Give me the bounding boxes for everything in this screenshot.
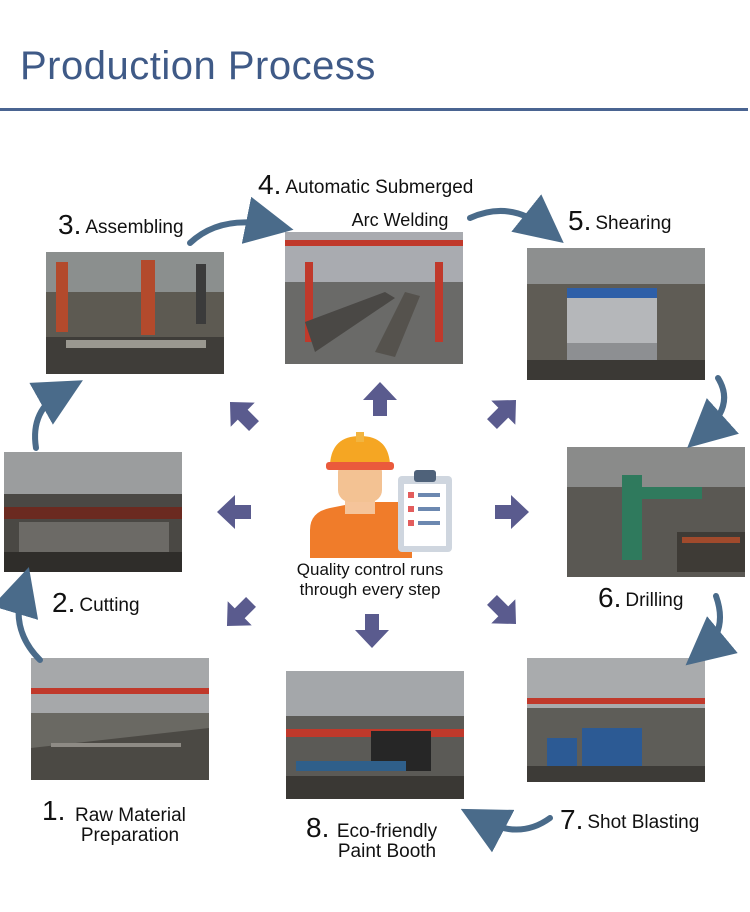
step-label-line1: Raw Material [75,805,186,826]
title-divider [0,108,748,111]
photo-assembling [46,252,224,374]
flow-arrow-5-to-6 [687,375,739,449]
step-label: Assembling [85,217,184,238]
photo-shearing [527,248,705,380]
arrow-up-right-icon [477,385,531,439]
step-label: Shot Blasting [587,812,700,833]
flow-arrow-4-to-5 [467,194,564,243]
step-1-label-text: Raw Material Preparation [75,805,186,846]
arrow-down-right-icon [477,585,531,639]
step-number: 7. [560,804,584,835]
flow-arrow-6-to-7 [685,593,738,666]
step-number: 4. [258,169,282,200]
photo-cutting [4,452,182,572]
quality-caption-line2: through every step [299,580,441,599]
step-number: 8. [306,812,330,843]
step-number: 2. [52,587,76,618]
step-5-label: 5.Shearing [568,206,671,235]
photo-raw-material [31,658,209,780]
step-1-label: 1. [42,796,69,825]
photo-arc-welding [285,232,463,364]
step-number: 3. [58,209,82,240]
flow-arrow-2-to-3 [29,380,83,451]
step-4-label-line2: Arc Welding [351,210,449,230]
arrow-down-left-icon [212,587,266,641]
step-label-line1: Eco-friendly [336,821,438,842]
arrow-up-icon [361,380,399,418]
step-label: Cutting [79,595,140,616]
photo-shot-blasting [527,658,705,782]
step-number: 1. [42,795,66,826]
page-title: Production Process [20,44,376,88]
photo-paint-booth [286,671,464,799]
step-label: Shearing [595,213,672,234]
flow-arrow-7-to-8 [460,808,553,853]
step-number: 5. [568,205,592,236]
arrow-up-left-icon [215,387,269,441]
step-label-line2: Preparation [80,824,180,846]
quality-caption-line1: Quality control runs [296,560,444,579]
step-label: Drilling [625,590,684,611]
step-label-line2: Paint Booth [337,840,437,862]
flow-arrow-3-to-4 [187,196,294,246]
quality-inspector-icon [300,430,460,558]
step-8-label: 8. [306,813,333,842]
quality-caption: Quality control runs through every step [280,560,460,600]
arrow-down-icon [353,612,391,650]
step-6-label: 6.Drilling [598,583,683,612]
step-number: 6. [598,582,622,613]
step-7-label: 7.Shot Blasting [560,805,699,834]
arrow-left-icon [215,493,253,531]
photo-drilling [567,447,745,577]
step-2-label: 2.Cutting [52,588,140,617]
step-8-label-text: Eco-friendly Paint Booth [332,822,442,862]
flow-arrow-1-to-2 [0,567,43,663]
step-label: Automatic Submerged [285,177,474,198]
arrow-right-icon [493,493,531,531]
step-3-label: 3.Assembling [58,210,184,239]
step-4-label: 4.Automatic Submerged [258,170,473,199]
